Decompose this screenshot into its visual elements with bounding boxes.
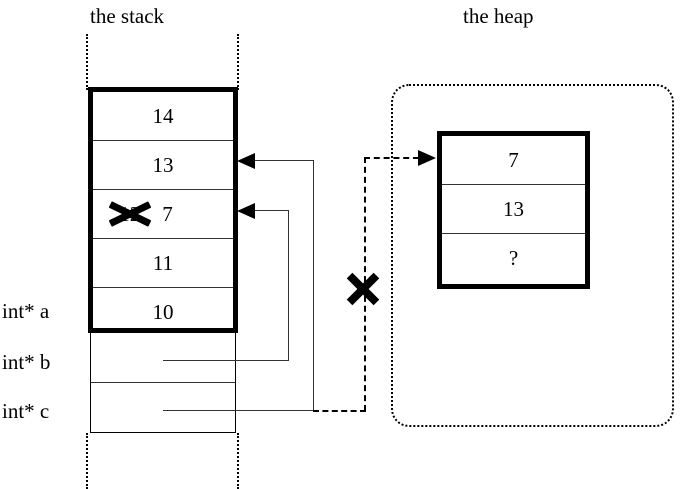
stack-cell-14-value: 14 — [152, 103, 174, 128]
pointer-wire-c-horizontal — [163, 410, 314, 411]
pointer-wire-b-inbound — [252, 210, 289, 211]
stack-cell-13-value: 13 — [152, 152, 174, 177]
stack-cell-10: 10 — [93, 288, 233, 337]
pointer-wire-c-inbound — [252, 160, 314, 161]
stack-lower-cells — [90, 333, 236, 433]
heap-title: the heap — [463, 4, 534, 28]
stack-guide-left-bottom — [86, 433, 88, 489]
heap-cell-0: 7 — [442, 136, 585, 185]
stack-cell-10-value: 10 — [152, 300, 174, 324]
heap-cell-0-value: 7 — [508, 147, 519, 172]
stack-cell-edited: 12 7 — [93, 190, 233, 239]
stack-cell-13: 13 — [93, 141, 233, 190]
heap-allocation-block: 7 13 ? — [437, 131, 590, 289]
stack-cell-11-value: 11 — [152, 250, 174, 275]
stack-title: the stack — [90, 4, 165, 28]
stack-cell-11: 11 — [93, 239, 233, 288]
stack-cell-edited-group: 12 7 — [108, 201, 173, 227]
stack-guide-right-bottom — [237, 433, 239, 489]
heap-cell-2: ? — [442, 234, 585, 283]
stack-cell-14: 14 — [93, 92, 233, 141]
dangling-pointer-arrow-icon — [418, 150, 436, 166]
pointer-arrow-c-icon — [237, 153, 255, 169]
pointer-arrow-b-icon — [237, 203, 255, 219]
invalid-pointer-cross-icon — [344, 270, 382, 308]
stack-cell-old-value-wrapper: 12 — [108, 201, 152, 227]
stack-cell-new-value: 7 — [162, 201, 173, 226]
stack-guide-right-top — [237, 34, 239, 90]
heap-region-boundary — [391, 84, 674, 427]
stack-guide-left-top — [86, 34, 88, 90]
pointer-wire-b-horizontal — [163, 360, 289, 361]
heap-cell-1: 13 — [442, 185, 585, 234]
pointer-wire-c-vertical — [313, 161, 314, 411]
pointer-wire-b-vertical — [288, 211, 289, 361]
stack-frame: 14 13 12 7 11 10 — [88, 87, 238, 333]
heap-cell-2-value: ? — [508, 246, 519, 270]
heap-cell-1-value: 13 — [503, 196, 524, 221]
stack-cell-old-value: 12 — [119, 201, 141, 226]
stack-cell-pointer-c — [91, 383, 235, 433]
stack-cell-pointer-b — [91, 333, 235, 383]
dangling-pointer-bottom-segment — [313, 410, 366, 412]
